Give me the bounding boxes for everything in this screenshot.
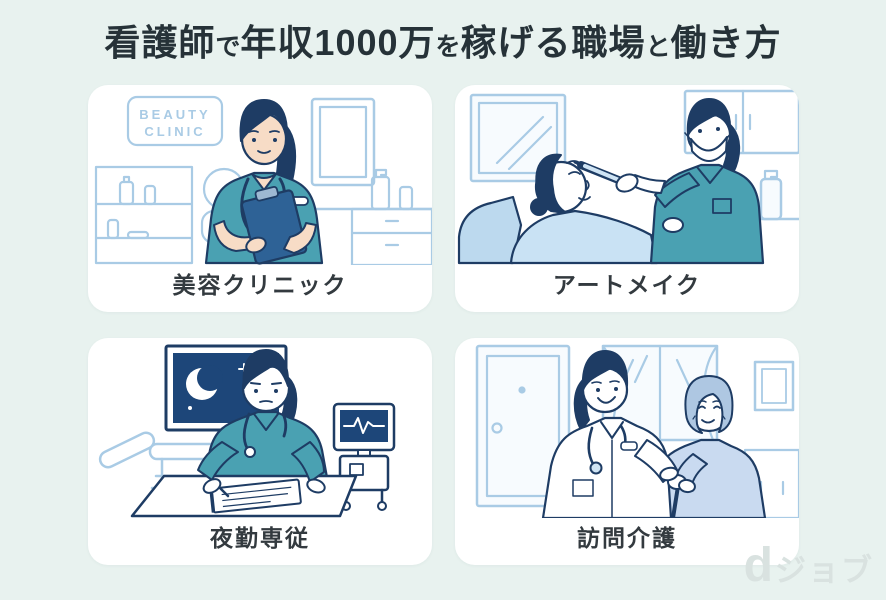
- card-label-art-make: アートメイク: [552, 272, 702, 298]
- d-logo-text: ジョブ: [775, 553, 874, 588]
- stethoscope: [587, 426, 595, 466]
- teal-scrub-top: [200, 410, 332, 496]
- sign-text-line1: BEAUTY: [139, 107, 210, 122]
- chest-pocket: [712, 198, 732, 214]
- worried-brows: [250, 382, 282, 385]
- smile: [257, 150, 271, 154]
- pocket: [572, 479, 594, 497]
- card-beauty-clinic: BEAUTY CLINIC: [88, 85, 432, 312]
- gray-hair: [684, 375, 734, 434]
- upper-arm: [654, 172, 700, 208]
- title-segment: 看護師: [104, 22, 216, 63]
- night-shift-illustration: [98, 344, 396, 518]
- title-segment: で: [215, 33, 241, 61]
- beauty-clinic-sign: [126, 95, 224, 147]
- shelf: [94, 165, 194, 265]
- stethoscope: [242, 412, 251, 450]
- card-label-beauty-clinic: 美容クリニック: [172, 272, 348, 298]
- pump-bottle: [759, 177, 783, 221]
- ecg-line: [343, 417, 385, 434]
- sign-text-line2: CLINIC: [144, 124, 205, 139]
- card-grid: BEAUTY CLINIC: [88, 85, 799, 565]
- hand: [245, 236, 267, 254]
- right-forearm: [283, 222, 317, 254]
- page-title: 看護師 で 年収1000万 を 稼げる 職場 と 働き方: [0, 14, 886, 74]
- recliner-bed: [98, 431, 156, 469]
- picture-frame: [753, 360, 795, 412]
- title-segment: を: [435, 33, 461, 61]
- window: [469, 93, 567, 183]
- d-job-logo: d ジョブ: [744, 542, 874, 590]
- medical-chart: [209, 478, 302, 514]
- tattoo-pen: [583, 164, 621, 182]
- white-uniform: [541, 416, 673, 518]
- nurse-figure: [541, 350, 678, 518]
- home-care-illustration: [475, 344, 799, 518]
- title-segment: 働き方: [670, 22, 782, 63]
- patient-figure: [457, 153, 659, 265]
- hair: [239, 99, 289, 142]
- name-badge: [620, 441, 638, 451]
- recliner-chair: [457, 195, 523, 265]
- surgical-mask: [690, 136, 728, 162]
- title-segment: 年収1000万: [240, 22, 436, 63]
- card-art-make: アートメイク: [455, 85, 799, 312]
- nurse-figure: [200, 349, 332, 496]
- mirror: [310, 97, 376, 187]
- nurse-figure: [573, 98, 765, 265]
- door: [475, 344, 571, 508]
- art-make-illustration: [457, 89, 799, 265]
- hair: [686, 98, 732, 136]
- neck: [251, 173, 277, 191]
- hand-on-shoulder: [662, 217, 684, 233]
- title-segment: と: [645, 33, 671, 61]
- nurse-hand: [659, 466, 679, 482]
- writing-arms: [197, 441, 326, 498]
- hair: [581, 350, 629, 391]
- pen-tip: [573, 160, 583, 167]
- beauty-clinic-illustration: BEAUTY CLINIC: [94, 95, 432, 265]
- title-segment: 職場: [571, 22, 646, 63]
- resting-hand: [306, 478, 326, 494]
- frown: [259, 400, 273, 403]
- card-label-night-shift: 夜勤専従: [210, 525, 310, 551]
- nurse-hand: [678, 478, 696, 494]
- nurse-figure: [204, 99, 324, 265]
- smile: [701, 419, 715, 424]
- happy-eyes: [698, 405, 721, 409]
- d-logo-mark: d: [743, 539, 773, 592]
- card-label-home-care: 訪問介護: [577, 525, 677, 551]
- card-night-shift: 夜勤専従: [88, 338, 432, 565]
- title-segment: 稼げる: [460, 22, 572, 63]
- cane-and-hands: [659, 466, 696, 518]
- patient-gown: [509, 209, 659, 265]
- writing-hand: [202, 478, 222, 494]
- gloved-hand: [615, 173, 639, 193]
- closed-eye: [568, 171, 581, 175]
- card-home-care: 訪問介護: [455, 338, 799, 565]
- open-smile: [597, 396, 616, 404]
- hair: [242, 349, 290, 389]
- door-knob: [491, 422, 503, 434]
